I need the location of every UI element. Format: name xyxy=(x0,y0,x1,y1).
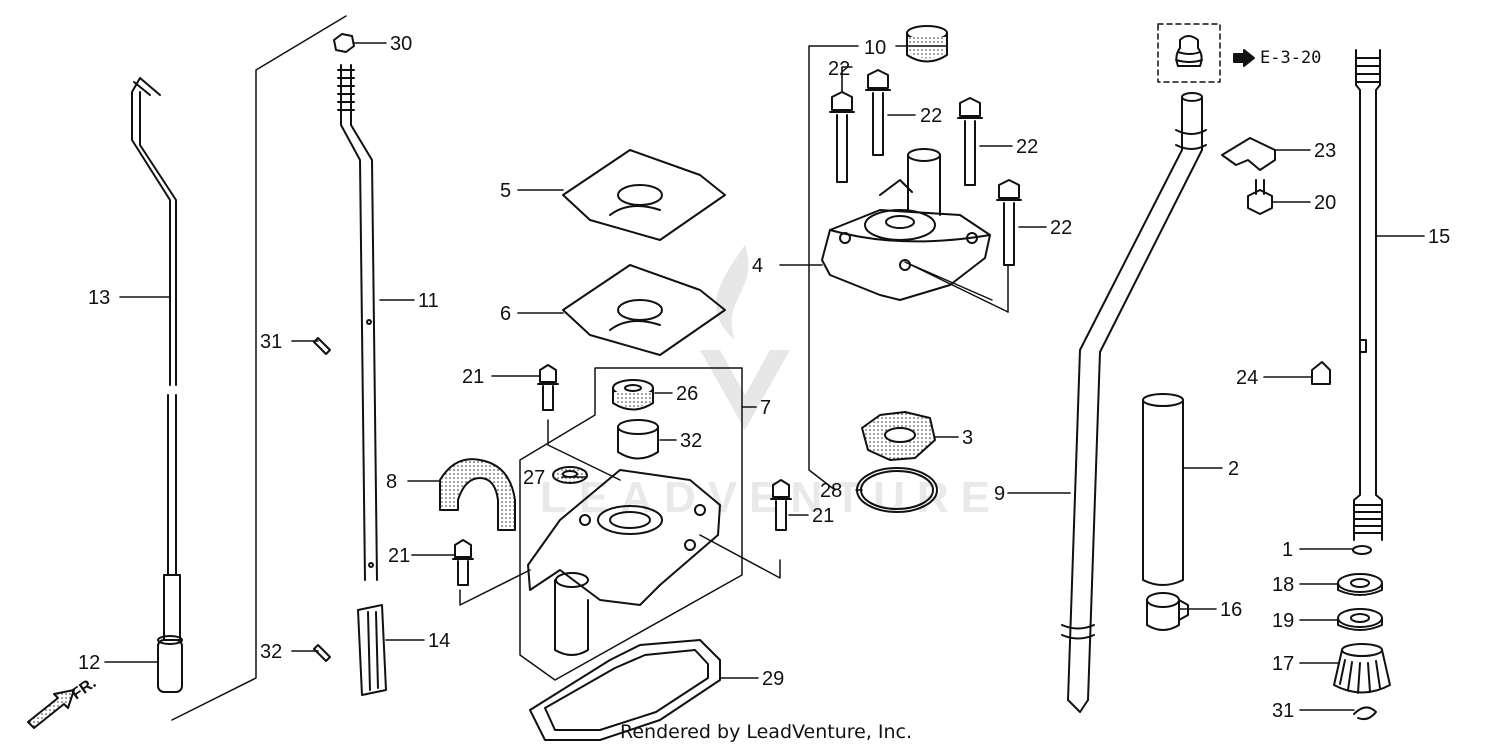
part-17-gear xyxy=(1333,643,1391,694)
part-25-bearing xyxy=(612,379,654,411)
part-14-clip xyxy=(357,604,387,696)
part-32-collar xyxy=(617,419,659,460)
callout-29: 30 xyxy=(390,33,412,55)
part-30-circlip xyxy=(1353,706,1377,721)
callout-22-a: 22 xyxy=(828,58,850,80)
callout-17: 17 xyxy=(1272,653,1294,675)
part-12-coupling xyxy=(157,635,183,693)
part-15-shaft xyxy=(1353,49,1383,541)
callout-30: 31 xyxy=(1272,700,1294,722)
part-grommet-reference xyxy=(1157,23,1221,83)
part-26-seal xyxy=(552,466,588,484)
callout-11: 11 xyxy=(418,290,439,312)
callout-22-b: 22 xyxy=(920,105,942,127)
part-6-gasket xyxy=(562,264,726,356)
callout-16: 16 xyxy=(1220,599,1242,621)
front-arrow-icon xyxy=(27,689,75,729)
credit-text: Rendered by LeadVenture, Inc. xyxy=(620,721,912,743)
callout-9: 9 xyxy=(994,483,1005,505)
callout-7: 7 xyxy=(760,397,771,419)
callout-24: 24 xyxy=(1236,367,1258,389)
part-11-rod xyxy=(337,64,378,581)
part-9-water-tube xyxy=(1061,92,1207,713)
callout-13: 13 xyxy=(88,287,110,309)
callout-31-a: 31 xyxy=(260,331,282,353)
callout-labels: 30 10 22 22 22 22 13 11 31 32 14 12 5 6 … xyxy=(78,33,1450,722)
callout-21-a: 21 xyxy=(462,366,484,388)
callout-12: 12 xyxy=(78,652,100,674)
part-7-pump-case xyxy=(527,469,721,656)
part-16-bushing xyxy=(1146,592,1189,631)
callout-3: 3 xyxy=(962,427,973,449)
part-24-clip xyxy=(1311,361,1331,385)
callout-31-b: 32 xyxy=(260,641,282,663)
group-bracket-left xyxy=(171,15,347,721)
callout-26: 27 xyxy=(523,467,545,489)
callout-21-b: 21 xyxy=(388,545,410,567)
callout-18: 18 xyxy=(1272,574,1294,596)
part-20-bolt xyxy=(1247,179,1273,215)
part-1-circlip xyxy=(1352,545,1372,555)
callout-27: 28 xyxy=(820,480,842,502)
part-3-impeller xyxy=(861,411,936,461)
callout-20: 20 xyxy=(1314,192,1336,214)
callout-23: 23 xyxy=(1314,140,1336,162)
callout-10: 10 xyxy=(864,37,886,59)
callout-2: 2 xyxy=(1228,458,1239,480)
part-23-plate xyxy=(1221,137,1276,171)
part-5-gasket xyxy=(562,149,726,241)
callout-4: 4 xyxy=(752,255,763,277)
callout-28: 29 xyxy=(762,668,784,690)
callout-1: 1 xyxy=(1282,539,1293,561)
part-29-nut xyxy=(333,33,355,53)
reference-label: E-3-20 xyxy=(1260,48,1321,68)
group-bracket-7 xyxy=(519,367,743,681)
part-4-pump-housing xyxy=(821,148,991,301)
part-10-bushing xyxy=(906,25,948,63)
part-22-bolts xyxy=(829,69,1022,266)
front-label: FR. xyxy=(69,675,100,704)
callout-32: 32 xyxy=(680,430,702,452)
part-19-washer xyxy=(1337,608,1383,631)
callout-15: 15 xyxy=(1428,226,1450,248)
part-8-grommet xyxy=(439,458,516,531)
group-bracket-pump xyxy=(808,45,859,491)
part-2-tube xyxy=(1142,393,1184,586)
callout-22-d: 22 xyxy=(1050,217,1072,239)
callout-25: 26 xyxy=(676,383,698,405)
part-28-gasket xyxy=(529,639,721,741)
callout-19: 19 xyxy=(1272,610,1294,632)
callout-8: 8 xyxy=(386,471,397,493)
callout-14: 14 xyxy=(428,630,450,652)
leader-22 xyxy=(904,261,1009,313)
arrow-icon xyxy=(1233,49,1255,67)
callout-21-c: 21 xyxy=(812,505,834,527)
callout-6: 6 xyxy=(500,303,511,325)
leader-lines xyxy=(104,42,1425,711)
part-13-rod xyxy=(131,77,181,641)
part-18-washer xyxy=(1337,573,1383,596)
callout-5: 5 xyxy=(500,180,511,202)
part-31-pin-lower xyxy=(313,644,331,662)
callout-22-c: 22 xyxy=(1016,136,1038,158)
